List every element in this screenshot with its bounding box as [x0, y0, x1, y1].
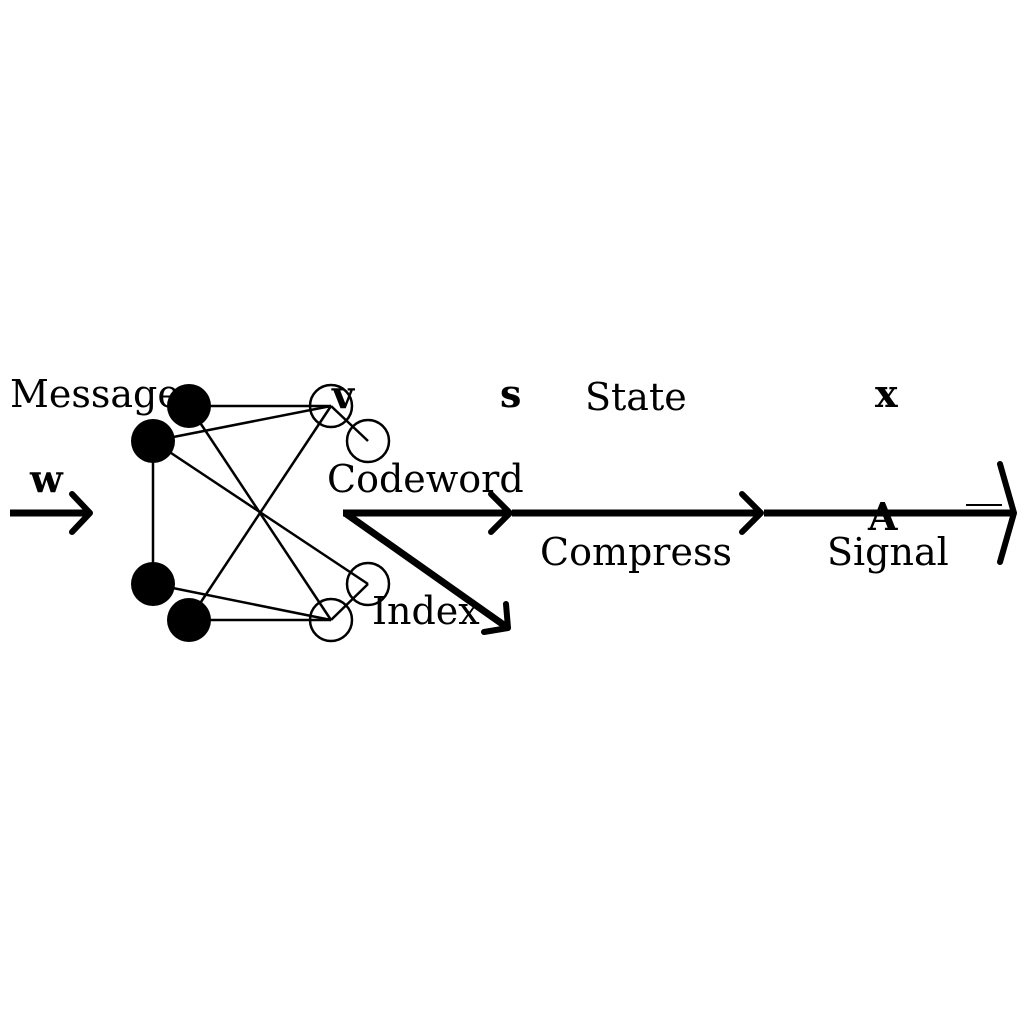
graph-edge: [152, 582, 332, 622]
s-label: s: [500, 371, 521, 416]
open-node: [345, 561, 391, 607]
A-label: A: [867, 494, 898, 539]
filled-node: [131, 562, 175, 606]
codeword-nodes: [308, 383, 391, 643]
message-nodes: [131, 384, 211, 642]
codeword-arrow: [343, 491, 513, 535]
index-arrow-shaft: [342, 510, 511, 631]
compress-arrow: [512, 491, 764, 535]
index-arrow-head: [481, 601, 511, 635]
state-label: State: [585, 375, 687, 419]
x-label: x: [875, 371, 898, 416]
open-node: [308, 383, 354, 429]
input-arrow: [10, 491, 93, 535]
compress-arrow-head: [739, 491, 764, 535]
filled-node: [131, 419, 175, 463]
graph-edge: [330, 405, 369, 442]
open-node: [308, 597, 354, 643]
signal-arrow: [764, 461, 1017, 565]
codeword-label: Codeword: [327, 457, 524, 501]
bipartite-graph-edges: [151, 404, 369, 622]
filled-node: [167, 384, 211, 428]
filled-node: [167, 598, 211, 642]
signal-arrow-head: [997, 461, 1017, 565]
compress-label: Compress: [540, 530, 732, 574]
v-label: v: [331, 372, 356, 417]
graph-edge: [152, 404, 332, 443]
index-arrow: [342, 510, 511, 635]
graph-edge: [330, 583, 369, 621]
message-label: Message: [10, 372, 180, 416]
codeword-arrow-head: [488, 491, 513, 535]
index-label: Index: [372, 589, 480, 633]
signal-label: Signal: [827, 530, 949, 574]
input-arrow-head: [69, 491, 93, 535]
graph-edge: [187, 405, 333, 621]
w-label: w: [29, 456, 64, 501]
open-node: [345, 418, 391, 464]
